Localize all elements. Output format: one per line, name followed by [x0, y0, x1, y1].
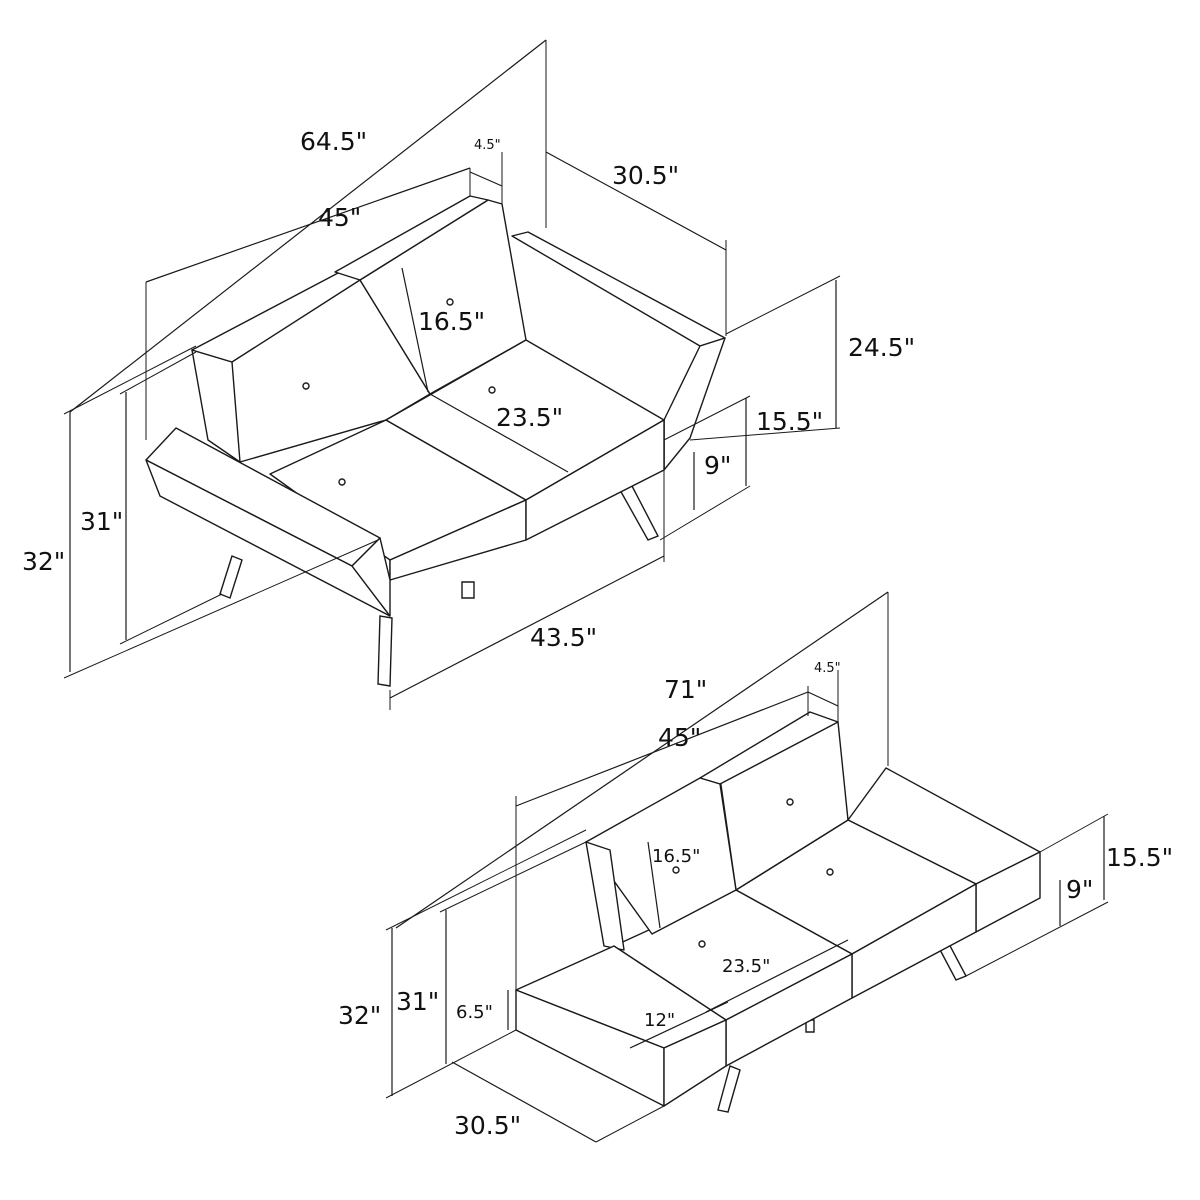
label-width-overall: 64.5"	[300, 127, 367, 156]
dim-line-arm-depth	[629, 1001, 729, 1049]
extension-line	[595, 1105, 665, 1143]
button-dot	[446, 298, 454, 306]
button-dot	[488, 386, 496, 394]
front-left-leg	[717, 1065, 741, 1113]
right-arm-end	[663, 337, 726, 471]
label-base-width: 43.5"	[530, 623, 597, 652]
extension-line	[119, 351, 197, 395]
extension-line	[689, 427, 841, 441]
rear-right-leg	[618, 485, 659, 541]
left-arm-front	[663, 1019, 727, 1107]
extension-line	[663, 395, 751, 441]
dim-line-depth	[451, 1061, 597, 1143]
label-seat-depth: 23.5"	[496, 403, 563, 432]
left-arm-end	[351, 537, 391, 617]
dim-line-seat-depth	[429, 393, 569, 473]
button-dot	[698, 940, 706, 948]
label-back-thickness: 4.5"	[474, 138, 501, 153]
dim-line-back-thickness	[469, 171, 503, 187]
label-leg-height: 9"	[1066, 875, 1093, 904]
label-back-height: 16.5"	[418, 307, 485, 336]
label-seat-depth: 23.5"	[722, 956, 770, 977]
dim-line-back-width	[515, 691, 809, 807]
label-back-thickness: 4.5"	[814, 661, 841, 676]
dim-line-seat-depth	[705, 939, 849, 1013]
sofa-flat-drawing	[515, 711, 1041, 1113]
dim-line-base-width	[389, 555, 665, 699]
right-arm-top	[511, 231, 726, 347]
label-arm-depth: 12"	[644, 1010, 675, 1031]
dim-line-width-overall	[395, 591, 889, 929]
label-back-height: 16.5"	[652, 846, 700, 867]
right-back-top	[334, 195, 489, 281]
button-dot	[826, 868, 834, 876]
dim-line-back-width	[145, 167, 471, 283]
label-arm-thickness: 6.5"	[456, 1002, 493, 1023]
front-middle-leg	[461, 581, 475, 599]
left-back-side	[585, 841, 625, 951]
label-seat-height: 15.5"	[756, 407, 823, 436]
button-dot	[786, 798, 794, 806]
label-total-height: 24.5"	[848, 333, 915, 362]
label-back-width: 45"	[318, 203, 361, 232]
extension-line	[119, 593, 223, 645]
dim-line-back-thickness	[807, 691, 839, 707]
label-height-inner: 31"	[80, 507, 123, 536]
extension-line	[63, 345, 197, 415]
extension-line	[965, 901, 1109, 977]
button-dot	[302, 382, 310, 390]
extension-line	[63, 539, 379, 679]
extension-line	[385, 1029, 517, 1099]
dim-line-back-height	[647, 841, 661, 929]
extension-line	[1039, 813, 1109, 853]
label-leg-height: 9"	[704, 451, 731, 480]
button-dot	[672, 866, 680, 874]
sofa-flat-labels: 71" 45" 4.5" 16.5" 23.5" 12" 15.5" 9" 32…	[338, 661, 1173, 1140]
label-back-width: 45"	[658, 723, 701, 752]
sofa-upright-drawing	[145, 195, 726, 687]
sofa-upright-dimension-lines	[63, 39, 841, 710]
left-back-cushion	[585, 777, 737, 935]
front-left-leg	[377, 615, 393, 687]
dim-line-back-height	[401, 267, 429, 393]
extension-line	[659, 485, 751, 541]
label-depth: 30.5"	[612, 161, 679, 190]
label-height-inner: 31"	[396, 987, 439, 1016]
button-dot	[338, 478, 346, 486]
dim-line-width-overall	[69, 39, 547, 413]
dim-line-depth	[545, 151, 727, 251]
label-width-overall: 71"	[664, 675, 707, 704]
extension-line	[439, 841, 587, 913]
extension-line	[385, 829, 587, 931]
sofa-flat-dimension-lines	[385, 591, 1109, 1143]
rear-left-leg	[219, 555, 243, 599]
label-height-outer: 32"	[338, 1001, 381, 1030]
extension-line	[725, 275, 841, 335]
label-depth: 30.5"	[454, 1111, 521, 1140]
sofa-upright-labels: 64.5" 45" 4.5" 30.5" 16.5" 23.5" 24.5" 1…	[22, 127, 915, 652]
label-height-outer: 32"	[22, 547, 65, 576]
label-seat-height: 15.5"	[1106, 843, 1173, 872]
